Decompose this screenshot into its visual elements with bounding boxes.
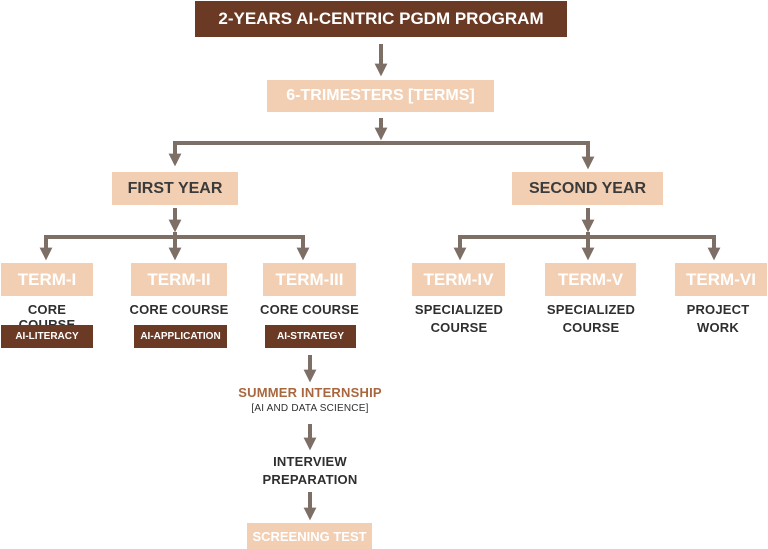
term-6-box: TERM-VI: [675, 263, 767, 296]
interview-line2: PREPARATION: [262, 472, 358, 487]
interview-line1: INTERVIEW: [273, 454, 347, 469]
program-title: 2-YEARS AI-CENTRIC PGDM PROGRAM: [195, 1, 567, 37]
second-year-box: SECOND YEAR: [512, 172, 663, 205]
term-2-box: TERM-II: [131, 263, 227, 296]
internship-title: SUMMER INTERNSHIP: [238, 385, 382, 400]
screening-test-box: SCREENING TEST: [247, 523, 372, 549]
ai-application-badge: AI-APPLICATION: [134, 325, 227, 348]
term-2-label: CORE COURSE: [129, 302, 229, 317]
term-6-label-line2: WORK: [697, 320, 739, 335]
term-4-label-line1: SPECIALIZED: [414, 302, 504, 317]
term-4-box: TERM-IV: [412, 263, 505, 296]
term-6-label-line1: PROJECT: [686, 302, 750, 317]
ai-literacy-badge: AI-LITERACY: [1, 325, 93, 348]
term-1-box: TERM-I: [1, 263, 93, 296]
year-branch-line: [173, 141, 595, 170]
term-3-label: CORE COURSE: [260, 302, 359, 317]
term-4-label-line2: COURSE: [430, 320, 488, 335]
internship-subtitle: [AI AND DATA SCIENCE]: [251, 403, 369, 414]
term-5-label-line1: SPECIALIZED: [546, 302, 636, 317]
term-3-box: TERM-III: [263, 263, 356, 296]
trimesters-box: 6-TRIMESTERS [TERMS]: [267, 80, 494, 112]
first-year-box: FIRST YEAR: [112, 172, 238, 205]
ai-strategy-badge: AI-STRATEGY: [265, 325, 356, 348]
term-5-label-line2: COURSE: [562, 320, 620, 335]
term-5-box: TERM-V: [545, 263, 636, 296]
